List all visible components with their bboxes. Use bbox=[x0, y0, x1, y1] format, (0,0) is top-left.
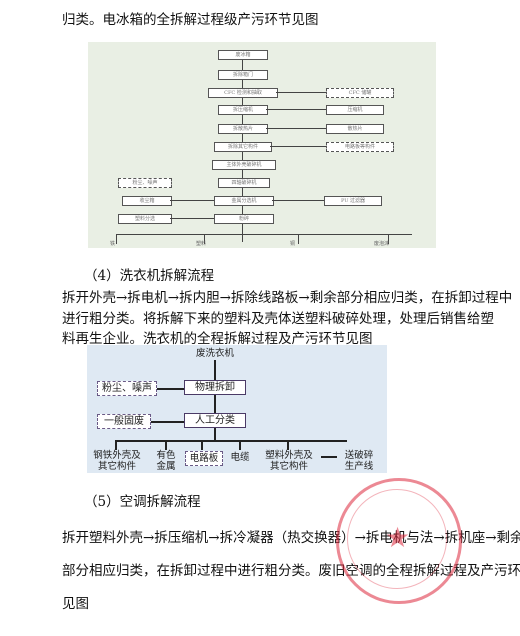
output-iron: 铁 bbox=[110, 241, 116, 247]
refrigerator-flow-diagram: 废冰箱 拆除箱门 CFC 检测和抽取 CFC 储罐 拆压缩机 压缩机 拆散热片 … bbox=[88, 42, 436, 248]
dust-noise-box: 粉尘、噪声 bbox=[97, 381, 157, 396]
manual-sorting-box: 人工分类 bbox=[184, 413, 246, 428]
node-pu-filter: PU 过滤器 bbox=[324, 196, 382, 206]
node-shell-crusher: 主体外壳破碎机 bbox=[212, 160, 276, 170]
node-dust-noise: 粉尘、噪声 bbox=[118, 178, 172, 188]
output-plastic: 塑料 bbox=[196, 241, 207, 247]
node-crush: 粉碎 bbox=[214, 214, 274, 224]
section-5-heading: （5）空调拆解流程 bbox=[84, 494, 201, 510]
output-cable: 电缆 bbox=[230, 452, 250, 463]
node-plastic-separator: 塑料分选 bbox=[118, 214, 172, 224]
output-steel-shell: 钢铁外壳及其它构件 bbox=[93, 450, 141, 472]
output-circuit-board: 电路板 bbox=[185, 451, 223, 466]
seal-star-icon: ★ bbox=[385, 521, 411, 554]
node-remove-compressor: 拆压缩机 bbox=[218, 105, 268, 115]
node-dust-box: 收尘箱 bbox=[122, 196, 172, 206]
physical-dismantle-box: 物理拆卸 bbox=[184, 380, 246, 395]
node-remove-door: 拆除箱门 bbox=[218, 70, 268, 80]
paragraph-4-line-3: 料再生企业。洗衣机的全程拆解过程及产污环节见图 bbox=[62, 331, 373, 347]
company-seal: ★ bbox=[336, 478, 462, 604]
node-waste-fridge: 废冰箱 bbox=[218, 50, 268, 60]
node-circuit-board: 电路板等构件 bbox=[326, 142, 394, 152]
intro-line: 归类。电冰箱的全拆解过程级产污环节见图 bbox=[62, 12, 319, 28]
node-four-axis-crusher: 四轴破碎机 bbox=[218, 178, 270, 188]
node-cfc-tank: CFC 储罐 bbox=[326, 88, 394, 98]
general-solid-waste-box: 一般固废 bbox=[97, 414, 151, 429]
paragraph-4-line-1: 拆开外壳→拆电机→拆内胆→拆除线路板→剩余部分相应归类，在拆卸过程中 bbox=[62, 290, 513, 306]
node-radiator: 散热片 bbox=[326, 124, 384, 134]
node-metal-separator: 金属分选机 bbox=[214, 196, 274, 206]
waste-washer-label: 废洗衣机 bbox=[195, 348, 234, 359]
paragraph-5-line-3: 见图 bbox=[62, 596, 89, 612]
node-remove-radiator: 拆散热片 bbox=[218, 124, 268, 134]
output-nonferrous-metal: 有色金属 bbox=[156, 450, 176, 472]
output-to-crushing-line: 送破碎生产线 bbox=[344, 450, 374, 472]
node-cfc-check: CFC 检测和抽取 bbox=[208, 88, 278, 98]
node-remove-other: 拆除其它构件 bbox=[214, 142, 272, 152]
output-waste-foam: 废泡沫 bbox=[374, 241, 390, 247]
node-compressor: 压缩机 bbox=[326, 105, 384, 115]
output-plastic-shell: 塑料外壳及其它构件 bbox=[265, 450, 313, 472]
section-4-heading: （4）洗衣机拆解流程 bbox=[84, 268, 215, 284]
paragraph-4-line-2: 进行粗分类。将拆解下来的塑料及壳体送塑料破碎处理，处理后销售给塑 bbox=[62, 311, 494, 327]
washing-machine-flow-diagram: 废洗衣机 物理拆卸 粉尘、噪声 人工分类 一般固废 钢铁外壳及其它构件 有色金属… bbox=[87, 345, 387, 473]
output-copper: 铜 bbox=[290, 241, 296, 247]
